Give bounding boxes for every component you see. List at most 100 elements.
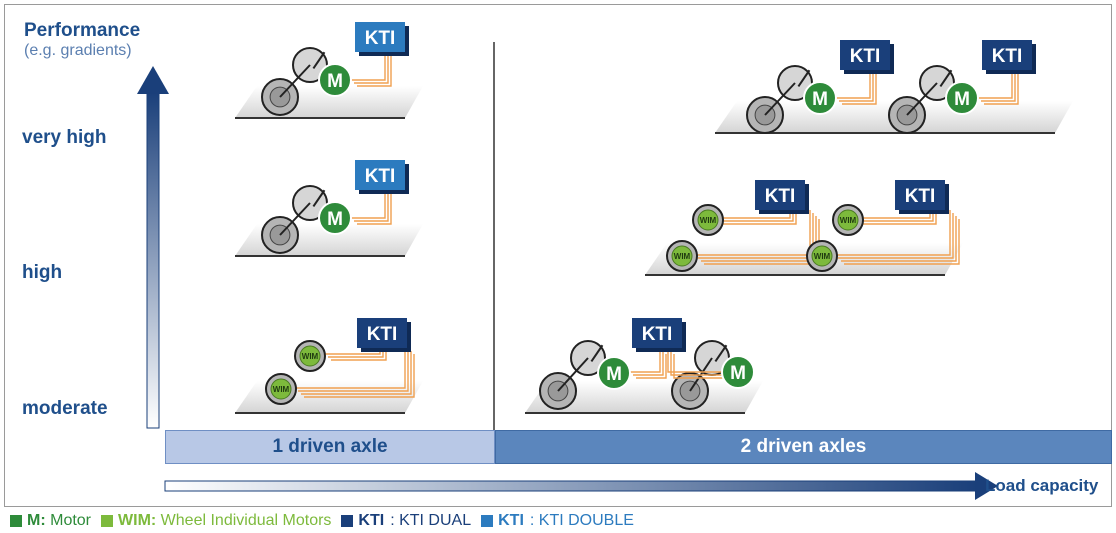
vehicle-c4: M KTI xyxy=(888,40,1036,134)
cable xyxy=(841,216,957,262)
wim-label: WIM xyxy=(302,352,319,361)
cable xyxy=(835,210,951,256)
level-very-high: very high xyxy=(22,127,107,148)
axle-line xyxy=(939,69,953,87)
wim-label: WIM xyxy=(814,252,831,261)
motor-label: M xyxy=(730,363,746,384)
kti-box xyxy=(357,318,407,348)
axle xyxy=(557,357,589,392)
kti-label: KTI xyxy=(367,324,398,345)
cable xyxy=(301,351,412,395)
motor-label: M xyxy=(812,89,828,110)
vehicle-c6: M M KTI xyxy=(525,318,763,414)
kti-label: KTI xyxy=(850,46,881,67)
cable xyxy=(354,43,389,84)
kti-label: KTI xyxy=(992,46,1023,67)
axle xyxy=(764,82,796,116)
load-capacity-arrow xyxy=(164,472,998,500)
legend-motor-label: Motor xyxy=(50,512,92,529)
vehicle-c4: M KTI xyxy=(746,40,894,134)
cable xyxy=(636,354,667,379)
cable xyxy=(842,64,877,105)
cable xyxy=(984,64,1019,105)
motor-icon xyxy=(721,355,755,389)
cable xyxy=(357,46,392,87)
legend-kti-dual-label: : KTI DUAL xyxy=(390,512,472,529)
cable xyxy=(630,348,661,373)
motor-swatch xyxy=(10,515,22,527)
kti-box xyxy=(632,318,682,348)
wim-label: WIM xyxy=(674,252,691,261)
axle-line xyxy=(797,69,811,87)
performance-arrow xyxy=(137,66,169,429)
vehicle-c2: M KTI xyxy=(235,160,423,257)
cable xyxy=(304,354,415,398)
band-two-driven-axles: 2 driven axles xyxy=(495,430,1112,464)
platform xyxy=(645,243,963,275)
axle-line xyxy=(590,344,604,362)
cable xyxy=(856,211,937,225)
kti-box xyxy=(355,22,405,52)
wim-icon xyxy=(270,378,292,400)
axle-line xyxy=(312,51,326,69)
band-one-driven-axle: 1 driven axle xyxy=(165,430,495,464)
legend-wim-label: Wheel Individual Motors xyxy=(160,512,332,529)
axle xyxy=(279,202,311,236)
level-high: high xyxy=(22,262,63,283)
wim-swatch xyxy=(101,515,114,527)
motor-icon xyxy=(318,63,352,97)
wim-icon xyxy=(837,209,859,231)
motor-label: M xyxy=(327,209,343,230)
cable xyxy=(673,354,731,379)
y-axis-subtitle: (e.g. gradients) xyxy=(24,42,132,59)
cable xyxy=(839,61,874,102)
motor-icon xyxy=(945,81,979,115)
cable xyxy=(295,345,406,389)
axle xyxy=(279,64,311,98)
axle-line xyxy=(312,189,326,207)
kti-box xyxy=(840,40,890,70)
kti-double-swatch xyxy=(481,515,494,527)
motor-icon xyxy=(318,201,352,235)
wim-label: WIM xyxy=(700,216,717,225)
level-moderate: moderate xyxy=(22,398,108,419)
cable xyxy=(357,184,392,225)
y-axis-title: Performance xyxy=(24,20,141,41)
x-axis-label: Load capacity xyxy=(985,476,1099,495)
motor-label: M xyxy=(954,89,970,110)
kti-box xyxy=(755,180,805,210)
cable xyxy=(716,211,797,225)
wim-icon xyxy=(299,345,321,367)
kti-box xyxy=(355,160,405,190)
cable xyxy=(633,351,664,376)
kti-label: KTI xyxy=(365,166,396,187)
cable xyxy=(981,61,1016,102)
legend-kti-dual-key: KTI xyxy=(358,512,385,529)
motor-label: M xyxy=(606,364,622,385)
cable xyxy=(298,348,409,392)
legend-motor-key: M: xyxy=(27,512,46,529)
motor-icon xyxy=(803,81,837,115)
vehicle-c5: WIM WIM KTI WIM WIM KTI xyxy=(645,180,963,276)
kti-label: KTI xyxy=(905,186,936,207)
kti-label: KTI xyxy=(642,324,673,345)
cable xyxy=(670,351,728,376)
wim-label: WIM xyxy=(840,216,857,225)
cable xyxy=(354,181,389,222)
axle-line xyxy=(714,344,728,362)
axle xyxy=(906,82,938,116)
cable xyxy=(838,213,954,259)
kti-label: KTI xyxy=(765,186,796,207)
cable xyxy=(667,348,725,373)
diagram-frame xyxy=(4,4,1112,507)
wim-icon xyxy=(811,245,833,267)
legend-kti-double-label: : KTI DOUBLE xyxy=(529,512,634,529)
legend-wim-key: WIM: xyxy=(118,512,157,529)
wim-icon xyxy=(697,209,719,231)
motor-label: M xyxy=(327,71,343,92)
motor-icon xyxy=(597,356,631,390)
legend: M: Motor WIM: Wheel Individual Motors KT… xyxy=(6,512,634,530)
